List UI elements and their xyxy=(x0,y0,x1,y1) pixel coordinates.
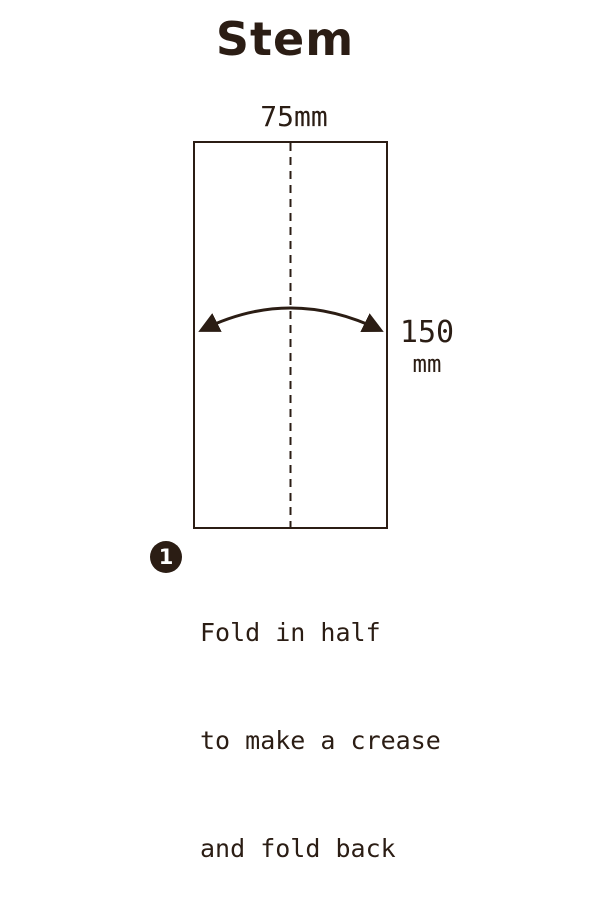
diagram-title: Stem xyxy=(215,12,355,66)
step-number-badge: 1 xyxy=(150,541,182,573)
fold-diagram xyxy=(193,141,388,529)
step-line: to make a crease xyxy=(200,726,441,755)
fold-arrow xyxy=(198,306,384,333)
step-instructions: Fold in half to make a crease and fold b… xyxy=(200,543,441,903)
width-dimension-label: 75mm xyxy=(260,100,328,133)
height-number: 150 xyxy=(399,315,455,350)
height-unit: mm xyxy=(412,350,442,378)
height-dimension-label: 150 mm xyxy=(392,315,462,379)
step-line: Fold in half xyxy=(200,618,381,647)
step-line: and fold back xyxy=(200,834,396,863)
